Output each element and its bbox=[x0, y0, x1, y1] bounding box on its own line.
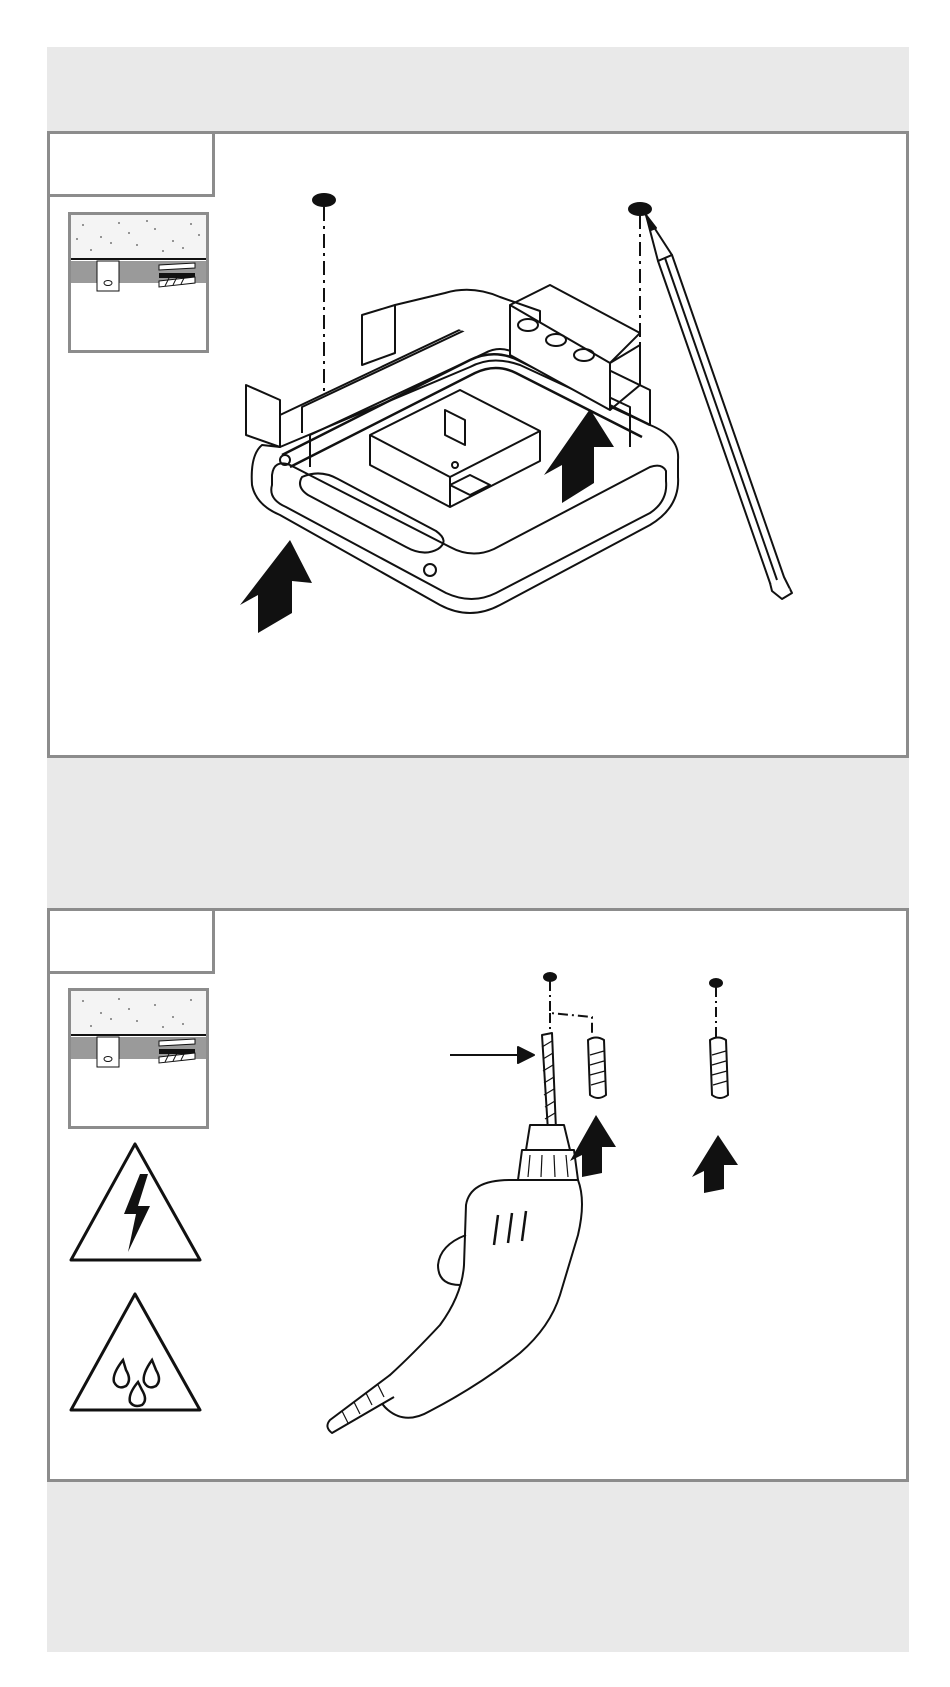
wall-plug-right bbox=[710, 1038, 728, 1099]
middle-band bbox=[47, 758, 909, 908]
water-hazard-warning-icon bbox=[68, 1290, 203, 1415]
push-up-arrow-right bbox=[692, 1135, 738, 1193]
top-band bbox=[47, 47, 909, 131]
bottom-band bbox=[47, 1482, 909, 1652]
electric-hazard-warning-icon bbox=[68, 1140, 203, 1265]
junction-box-marking-illustration bbox=[210, 185, 900, 705]
step-1-number-box bbox=[50, 134, 215, 197]
drill-mark-left bbox=[544, 973, 556, 981]
pencil-icon bbox=[646, 215, 792, 599]
drilling-illustration bbox=[320, 965, 770, 1470]
ceiling-wall-section-icon bbox=[68, 988, 209, 1129]
ceiling-wall-section-icon bbox=[68, 212, 209, 353]
drill-mark-right bbox=[629, 203, 651, 215]
wall-plug-left bbox=[588, 1038, 606, 1099]
drill-mark-right bbox=[710, 979, 722, 987]
step-2-number-box bbox=[50, 911, 215, 974]
drill-mark-left bbox=[313, 194, 335, 206]
push-up-arrow-left bbox=[240, 540, 312, 633]
